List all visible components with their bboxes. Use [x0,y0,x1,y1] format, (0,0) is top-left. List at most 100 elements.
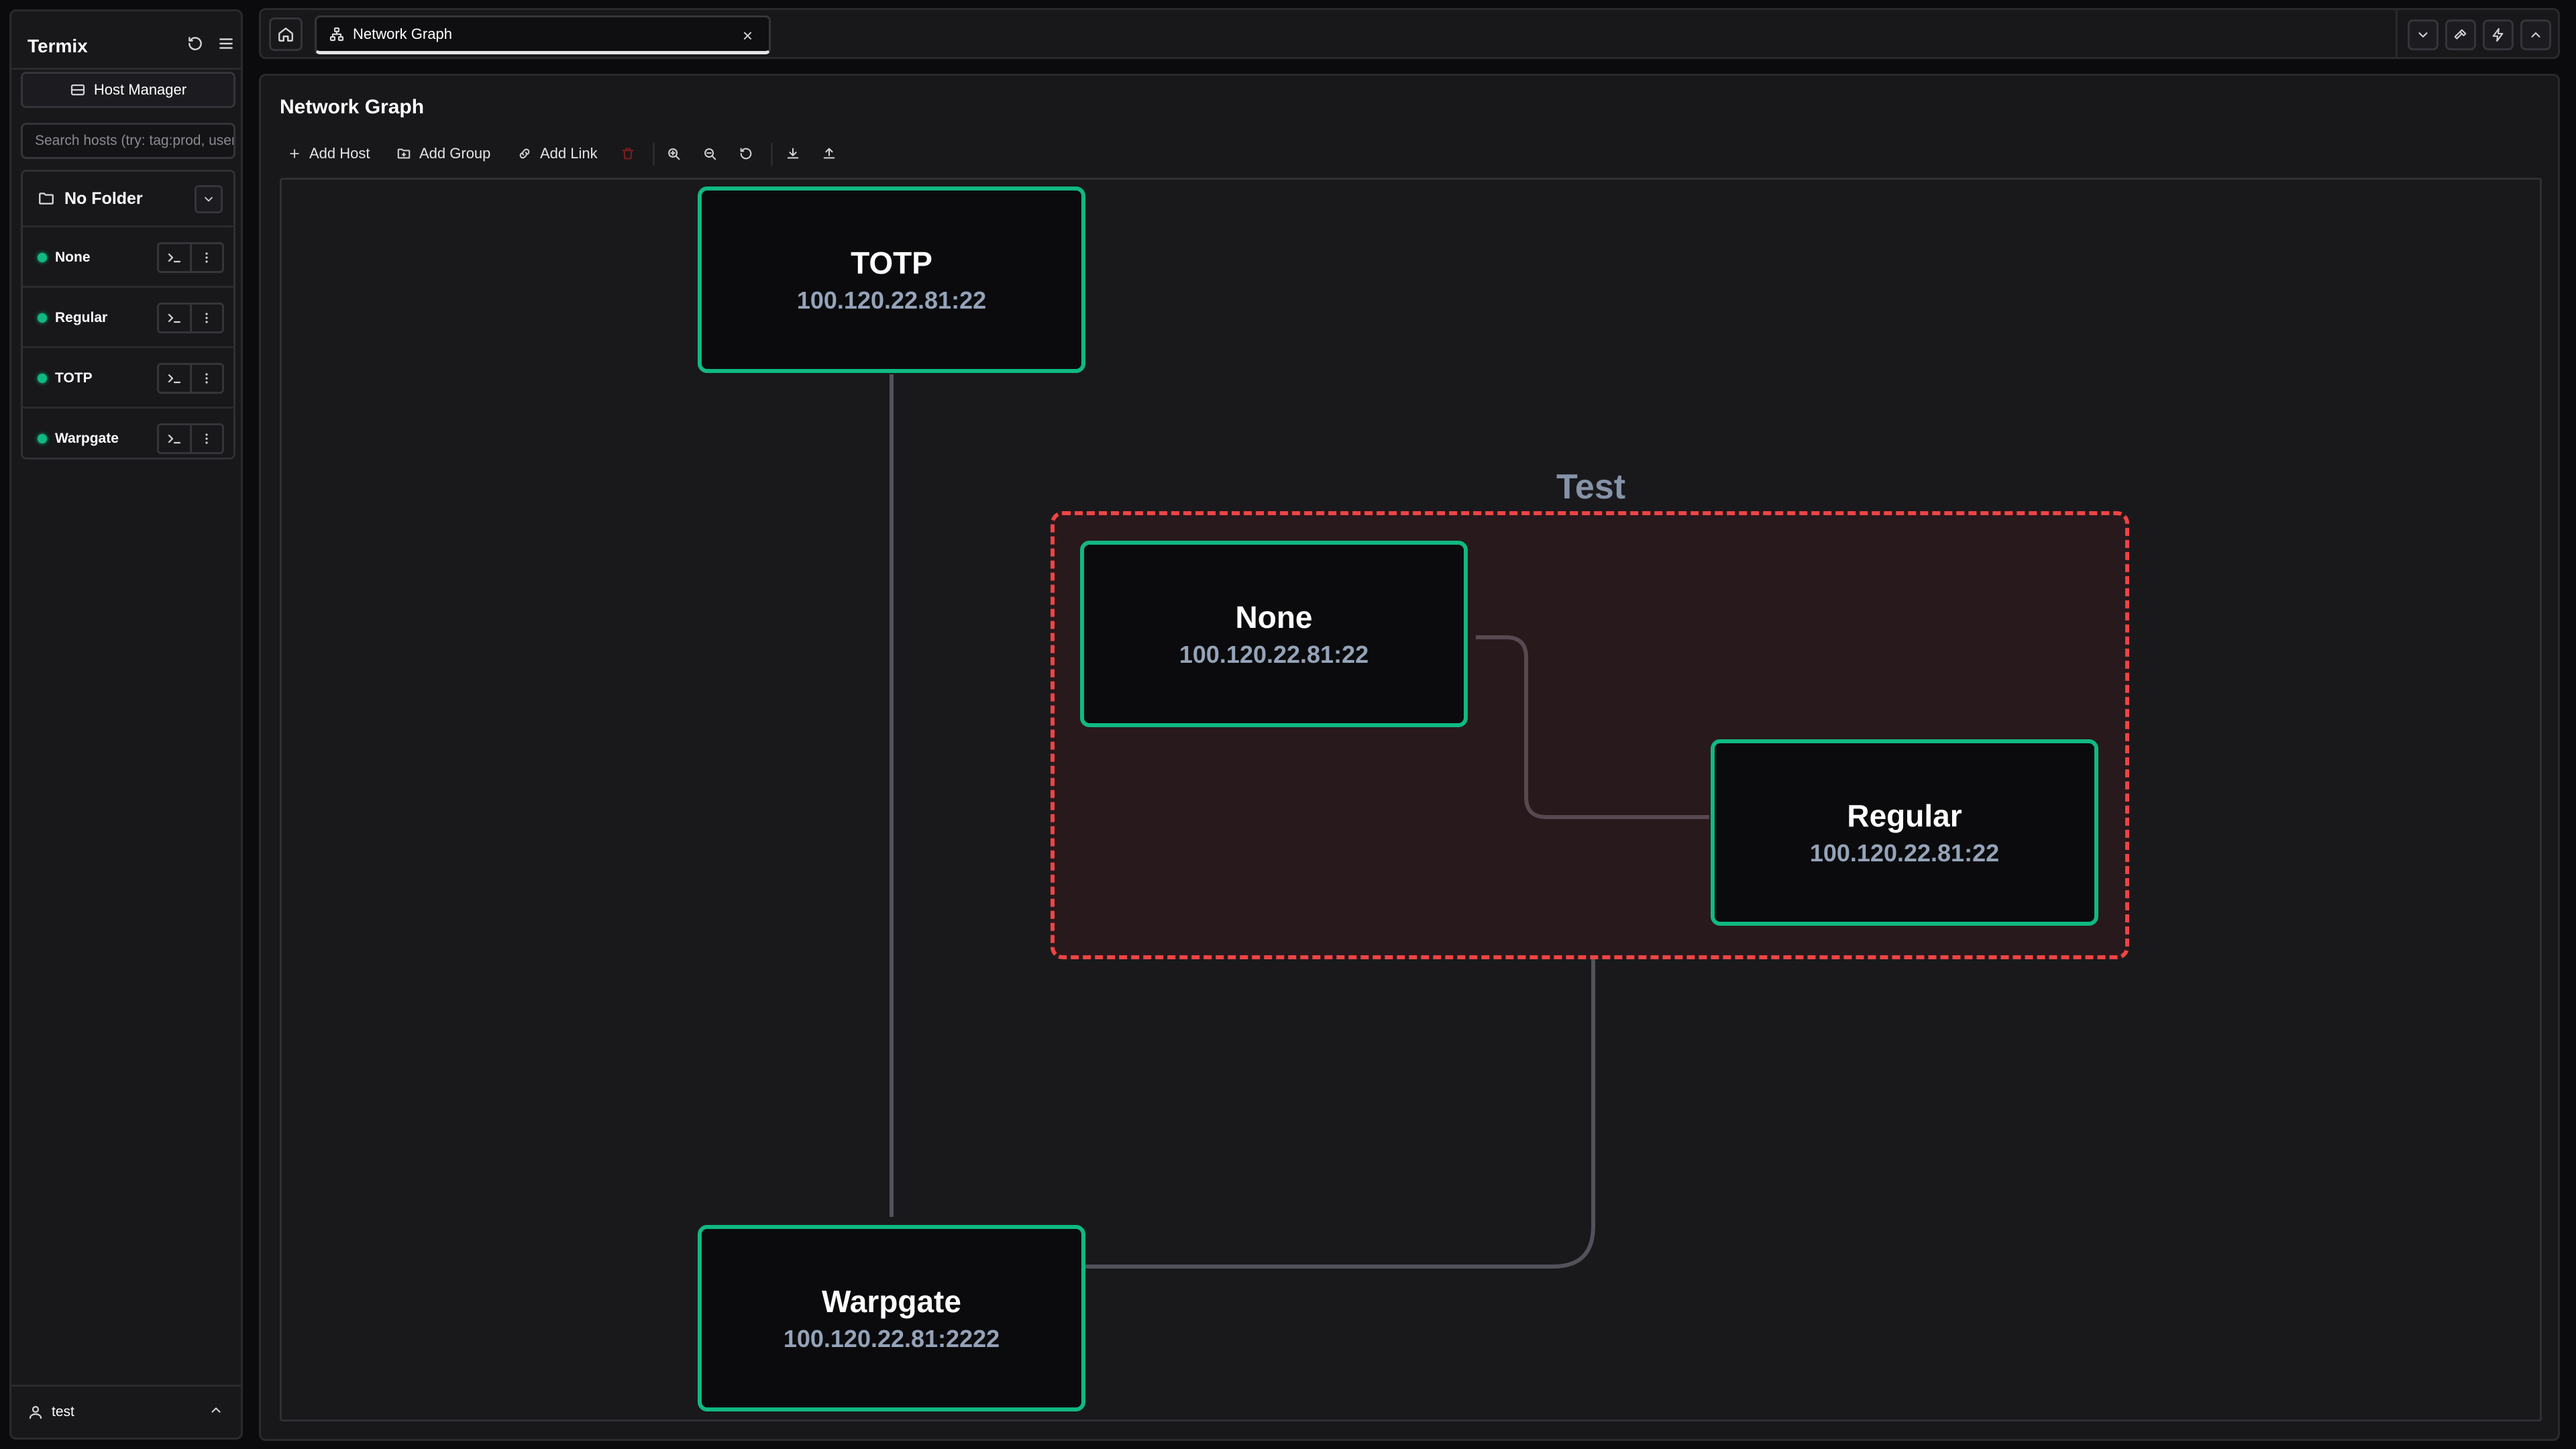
more-vertical-icon [205,313,208,323]
sidebar-host-warpgate[interactable]: Warpgate [23,407,233,469]
network-icon [329,27,344,42]
sidebar-host-regular[interactable]: Regular [23,286,233,348]
zoom-in-icon [668,148,680,160]
terminal-button[interactable] [159,305,192,331]
node-name: TOTP [851,246,932,280]
host-actions [157,242,224,273]
folder-header[interactable]: No Folder [23,172,233,225]
more-vertical-icon [205,373,208,384]
more-vertical-icon [205,252,208,263]
folder-icon [39,193,54,205]
zoom-out-icon [704,148,716,160]
status-dot [38,313,47,323]
node-name: Warpgate [822,1284,961,1319]
menu-button[interactable] [211,29,241,58]
refresh-button[interactable] [180,29,210,58]
node-totp[interactable]: TOTP 100.120.22.81:22 [698,186,1085,373]
sidebar-host-none[interactable]: None [23,225,233,288]
edge-none-regular[interactable] [1476,635,1709,819]
node-address: 100.120.22.81:22 [1809,839,2000,867]
zoom-in-button[interactable] [666,140,681,167]
home-icon [278,28,293,42]
more-button[interactable] [192,305,223,331]
node-address: 100.120.22.81:22 [796,286,987,314]
home-button[interactable] [269,17,303,51]
user-name: test [52,1404,74,1419]
sidebar-divider [11,68,241,70]
host-name: Regular [55,310,108,325]
refresh-icon [189,37,202,50]
search-input[interactable]: Search hosts (try: tag:prod, user:root) [21,123,235,159]
more-button[interactable] [192,365,223,392]
more-vertical-icon [205,433,208,444]
terminal-button[interactable] [159,425,192,452]
user-menu[interactable]: test [11,1385,241,1438]
collapse-topbar-button[interactable] [2520,19,2551,50]
host-name: Warpgate [55,431,119,446]
search-placeholder: Search hosts (try: tag:prod, user:root) [35,133,233,148]
quick-actions-button[interactable] [2483,19,2514,50]
add-link-button[interactable]: Add Link [517,140,598,167]
graph-canvas[interactable]: Test TOTP 100.120.22.81:22 None 100.120.… [280,178,2542,1421]
app-name: Termix [28,36,88,56]
terminal-button[interactable] [159,244,192,271]
server-icon [70,84,85,96]
status-dot [38,374,47,383]
node-none[interactable]: None 100.120.22.81:22 [1080,541,1468,727]
tools-button[interactable] [2445,19,2476,50]
folder-plus-icon [397,148,411,159]
group-label: Test [1556,468,1626,506]
tab-bar: Network Graph × [259,8,2560,59]
status-dot [38,434,47,443]
folder-collapse-button[interactable] [195,185,223,213]
host-name: TOTP [55,370,93,386]
reset-view-button[interactable] [739,140,753,167]
node-address: 100.120.22.81:22 [1179,641,1369,668]
toolbar-divider [771,143,773,166]
more-button[interactable] [192,425,223,452]
page-title: Network Graph [280,96,425,118]
export-button[interactable] [822,140,837,167]
sidebar-host-totp[interactable]: TOTP [23,346,233,409]
terminal-icon [168,253,180,263]
tab-network-graph[interactable]: Network Graph × [315,15,771,54]
add-group-label: Add Group [419,145,491,162]
chevron-down-icon [2418,32,2428,38]
host-manager-button[interactable]: Host Manager [21,72,235,108]
download-icon [787,148,799,159]
toolbar-separator [2396,10,2398,57]
trash-icon [622,148,634,160]
tab-label: Network Graph [353,25,452,42]
terminal-icon [168,434,180,444]
user-icon [29,1405,42,1419]
add-link-label: Add Link [540,145,598,162]
network-graph-panel: Network Graph Add Host Add Group Add Lin… [259,74,2560,1441]
host-actions [157,363,224,394]
folder-name: No Folder [64,189,143,208]
tab-dropdown-button[interactable] [2408,19,2438,50]
add-group-button[interactable]: Add Group [396,140,490,167]
plus-icon [290,149,299,158]
node-address: 100.120.22.81:2222 [783,1325,1000,1352]
lightning-icon [2492,28,2504,42]
host-manager-label: Host Manager [93,81,187,98]
host-actions [157,423,224,454]
terminal-button[interactable] [159,365,192,392]
link-icon [519,148,530,159]
node-warpgate[interactable]: Warpgate 100.120.22.81:2222 [698,1225,1085,1411]
add-host-button[interactable]: Add Host [288,140,370,167]
delete-button[interactable] [621,140,635,167]
close-tab-icon[interactable]: × [742,25,753,46]
node-regular[interactable]: Regular 100.120.22.81:22 [1711,739,2098,926]
more-button[interactable] [192,244,223,271]
zoom-out-button[interactable] [702,140,717,167]
hammer-icon [2454,29,2467,40]
import-button[interactable] [786,140,800,167]
sidebar: Termix Host Manager Search hosts (try: t… [9,9,243,1440]
upload-icon [823,148,835,159]
add-host-label: Add Host [309,145,370,162]
host-name: None [55,250,91,265]
terminal-icon [168,313,180,323]
chevron-down-icon [205,197,213,202]
node-name: None [1235,600,1313,635]
